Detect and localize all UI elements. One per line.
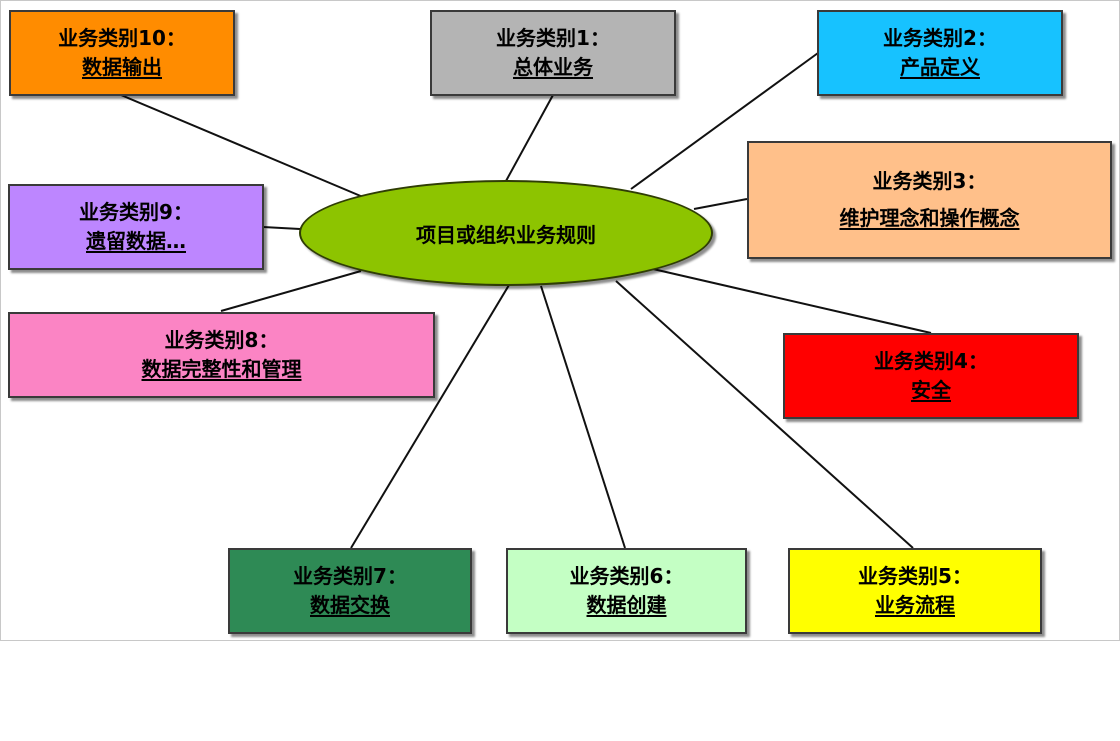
category-node-8: 业务类别8： 数据完整性和管理 [8,312,435,398]
connector-c3 [693,198,748,210]
category-title: 业务类别6： [569,564,684,588]
category-subtitle: 维护理念和操作概念 [839,206,1020,230]
category-title: 业务类别5： [858,564,972,588]
category-node-1: 业务类别1： 总体业务 [430,10,676,96]
category-subtitle: 数据交换 [310,593,390,617]
center-node: 项目或组织业务规则 [299,180,713,286]
category-subtitle: 数据输出 [82,55,162,79]
category-title: 业务类别2： [883,26,997,50]
category-subtitle: 数据完整性和管理 [141,357,302,381]
category-subtitle: 业务流程 [875,593,955,617]
category-node-5: 业务类别5： 业务流程 [788,548,1042,634]
connector-c8 [220,270,362,312]
category-title: 业务类别9： [79,200,193,224]
connector-c5 [615,280,914,549]
connector-lines [120,52,932,549]
category-node-6: 业务类别6： 数据创建 [506,548,747,634]
category-node-4: 业务类别4： 安全 [783,333,1079,419]
category-node-9: 业务类别9： 遗留数据… [8,184,264,270]
diagram-frame: 项目或组织业务规则 业务类别10： 数据输出 业务类别1： 总体业务 业务类别2… [0,0,1120,641]
category-subtitle: 总体业务 [513,55,593,79]
category-subtitle: 数据创建 [586,593,667,617]
category-title: 业务类别7： [293,564,407,588]
connector-c7 [350,284,510,549]
category-title: 业务类别1： [496,26,610,50]
category-title: 业务类别10： [58,26,186,50]
category-title: 业务类别3： [872,169,987,193]
connector-c9 [262,226,301,230]
connector-c4 [652,268,932,334]
category-node-7: 业务类别7： 数据交换 [228,548,472,634]
category-subtitle: 产品定义 [900,55,980,79]
category-title: 业务类别8： [164,328,279,352]
category-node-10: 业务类别10： 数据输出 [9,10,235,96]
connector-c10 [120,94,364,198]
category-subtitle: 安全 [911,378,951,402]
category-title: 业务类别4： [874,349,988,373]
category-node-3: 业务类别3： 维护理念和操作概念 [747,141,1112,259]
category-subtitle: 遗留数据… [86,229,186,253]
connector-c2 [630,52,819,190]
connector-c6 [540,285,626,549]
category-node-2: 业务类别2： 产品定义 [817,10,1063,96]
connector-c1 [505,94,554,182]
